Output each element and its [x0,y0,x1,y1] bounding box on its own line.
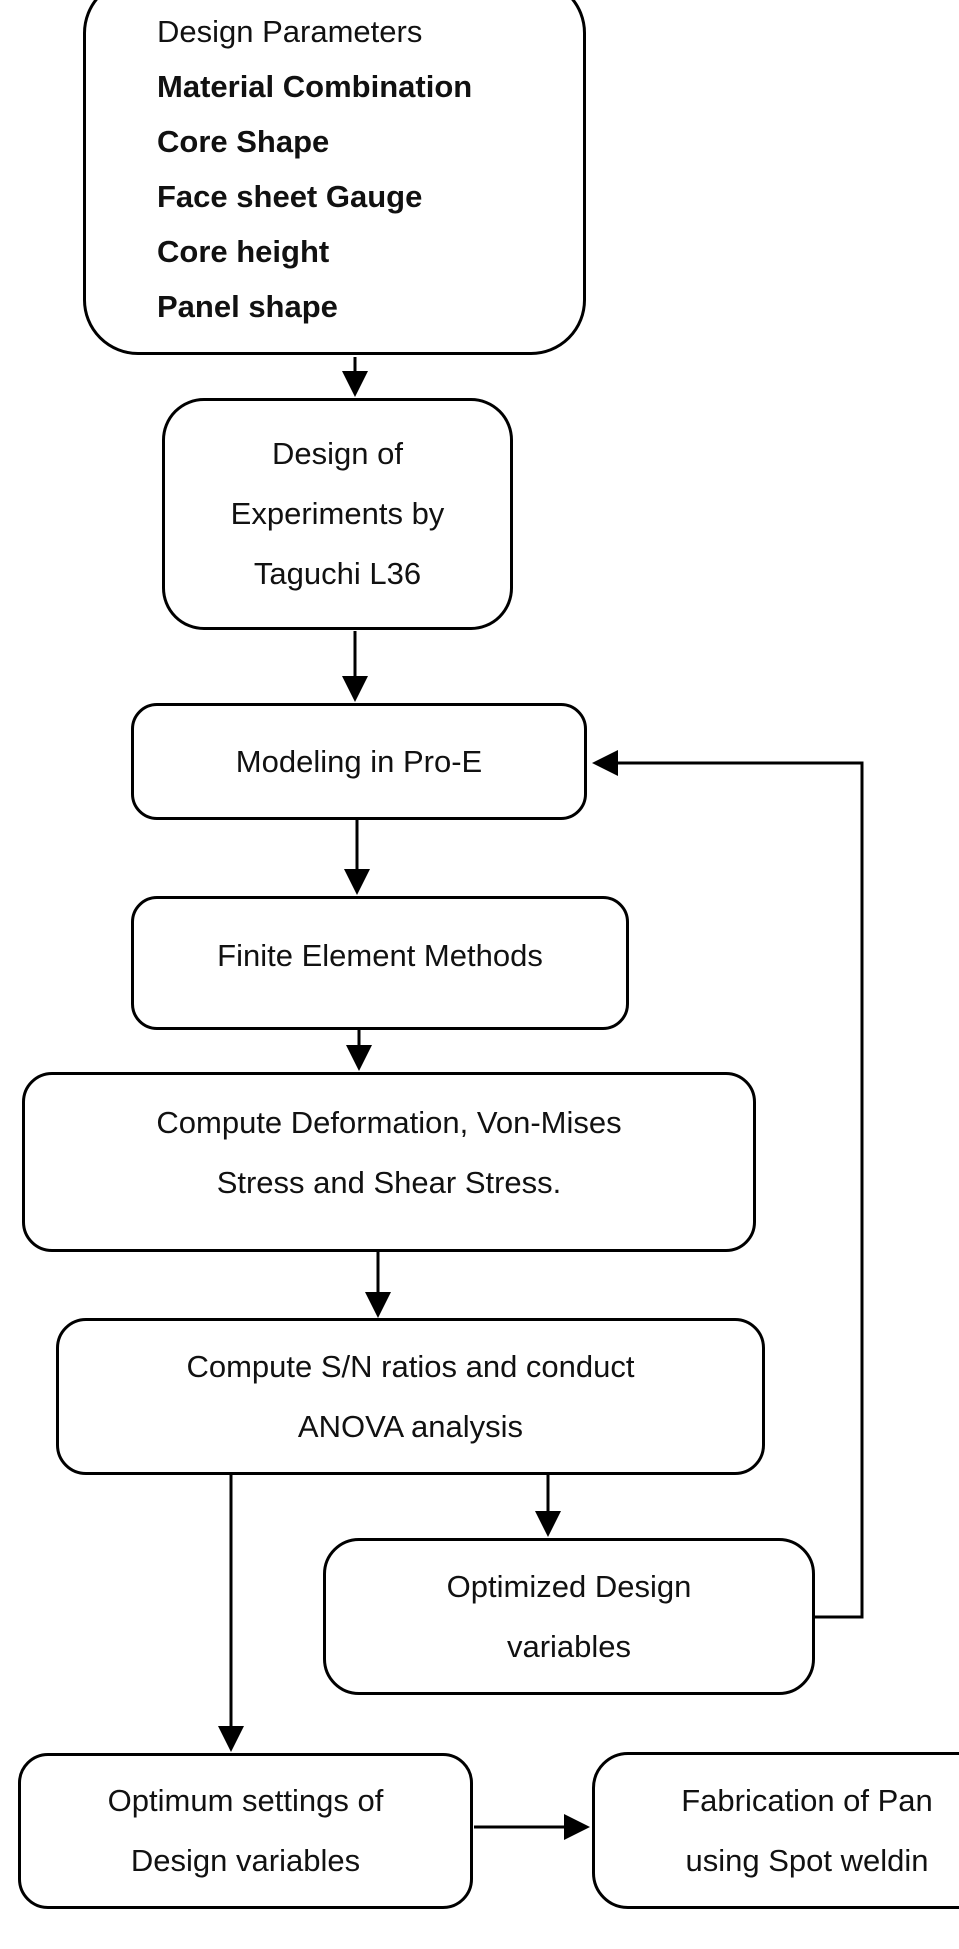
node-item-panel-shape: Panel shape [157,289,338,324]
node-line: Experiments by [230,496,445,531]
arrow-fem-to-compute-head [346,1045,372,1071]
node-line: Design variables [130,1843,361,1878]
arrow-modeling-to-fem-head [344,869,370,895]
node-label: Finite Element Methods [217,938,543,973]
feedback-optimized-to-modeling-head [592,750,618,776]
arrow-anova-to-optimum-head [218,1726,244,1752]
node-line: Fabrication of Pan [681,1782,933,1818]
node-line: Compute Deformation, Von-Mises [156,1105,622,1140]
node-line: Compute S/N ratios and conduct [186,1348,635,1384]
node-line: variables [506,1628,632,1664]
node-optimum-settings: Optimum settings of Design variables [18,1753,473,1909]
arrow-params-to-doe-head [342,371,368,397]
node-line: Taguchi L36 [253,556,422,591]
node-line: Design of [272,436,403,471]
node-fabrication-spot-welding: Fabrication of Pan using Spot weldin [592,1752,959,1909]
node-item-material-combination: Material Combination [157,69,473,104]
node-optimized-design-variables: Optimized Design variables [323,1538,815,1695]
node-modeling-in-pro-e: Modeling in Pro-E [131,703,587,820]
node-line: Stress and Shear Stress. [216,1165,562,1200]
node-label: Modeling in Pro-E [235,743,483,779]
node-line: Optimum settings of [107,1783,384,1818]
arrow-doe-to-modeling-head [342,676,368,702]
node-design-of-experiments: Design of Experiments by Taguchi L36 [162,398,513,630]
node-title: Design Parameters [157,14,423,49]
node-sn-ratios-anova: Compute S/N ratios and conduct ANOVA ana… [56,1318,765,1475]
node-design-parameters: Design Parameters Material Combination C… [83,0,586,355]
node-item-face-sheet-gauge: Face sheet Gauge [157,179,423,214]
arrow-optimum-to-fabrication-head [564,1814,590,1840]
arrow-anova-to-optimized-head [535,1511,561,1537]
node-line: ANOVA analysis [297,1408,524,1444]
node-item-core-height: Core height [157,234,330,269]
node-compute-deformation-stress: Compute Deformation, Von-Mises Stress an… [22,1072,756,1252]
node-line: using Spot weldin [685,1842,929,1878]
node-finite-element-methods: Finite Element Methods [131,896,629,1030]
node-item-core-shape: Core Shape [157,124,330,159]
node-line: Optimized Design [446,1568,692,1604]
arrow-compute-to-anova-head [365,1292,391,1318]
